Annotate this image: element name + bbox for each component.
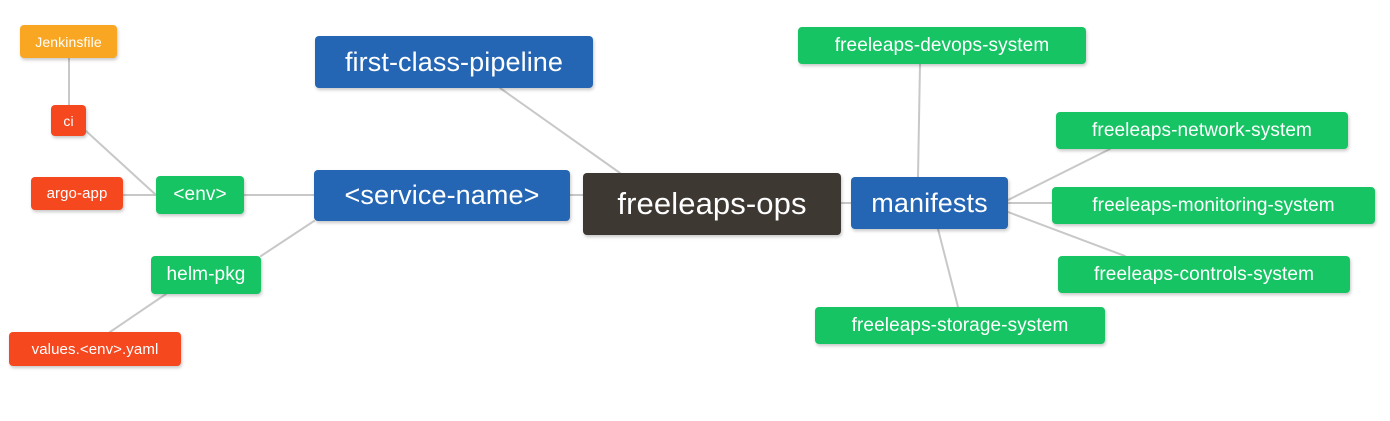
node-helm-pkg[interactable]: helm-pkg xyxy=(151,256,261,294)
node-argo-app[interactable]: argo-app xyxy=(31,177,123,210)
node-first-class-pipeline[interactable]: first-class-pipeline xyxy=(315,36,593,88)
node-freeleaps-ops[interactable]: freeleaps-ops xyxy=(583,173,841,235)
node-freeleaps-network-system[interactable]: freeleaps-network-system xyxy=(1056,112,1348,149)
edge-ci-to-env xyxy=(85,130,157,196)
node-freeleaps-monitoring-system[interactable]: freeleaps-monitoring-system xyxy=(1052,187,1375,224)
node-freeleaps-devops-system[interactable]: freeleaps-devops-system xyxy=(798,27,1086,64)
node-values-yaml[interactable]: values.<env>.yaml xyxy=(9,332,181,366)
node-freeleaps-controls-system[interactable]: freeleaps-controls-system xyxy=(1058,256,1350,293)
node-ci[interactable]: ci xyxy=(51,105,86,136)
node-manifests[interactable]: manifests xyxy=(851,177,1008,229)
edge-first-class-pipeline-to-freeleaps-ops xyxy=(499,87,621,174)
node-service-name[interactable]: <service-name> xyxy=(314,170,570,221)
node-jenkinsfile[interactable]: Jenkinsfile xyxy=(20,25,117,58)
edge-manifests-to-freeleaps-devops-system xyxy=(917,63,921,178)
edge-manifests-to-freeleaps-controls-system xyxy=(1007,211,1126,257)
edge-service-name-to-helm-pkg xyxy=(260,220,315,257)
node-env[interactable]: <env> xyxy=(156,176,244,214)
node-freeleaps-storage-system[interactable]: freeleaps-storage-system xyxy=(815,307,1105,344)
edge-helm-pkg-to-values-yaml xyxy=(109,293,167,333)
edge-manifests-to-freeleaps-network-system xyxy=(1007,148,1111,201)
edge-manifests-to-freeleaps-storage-system xyxy=(937,228,959,308)
